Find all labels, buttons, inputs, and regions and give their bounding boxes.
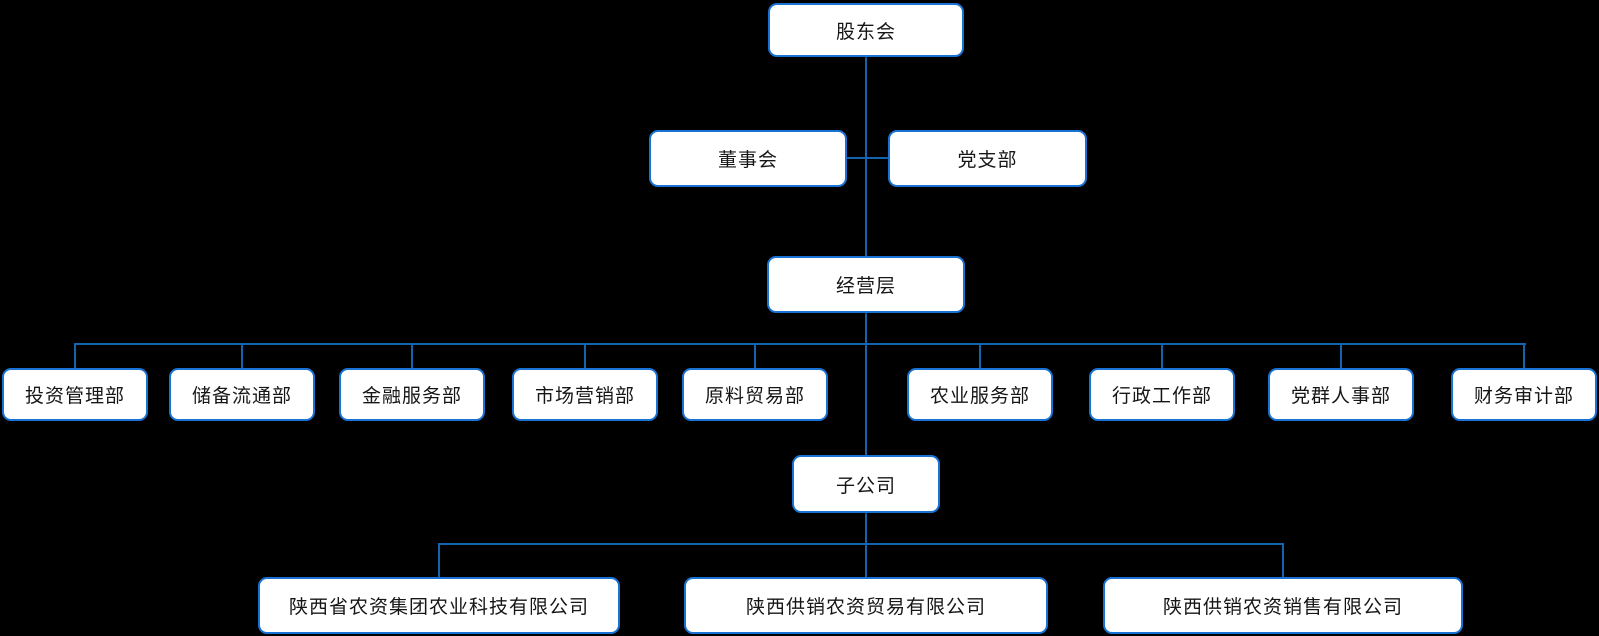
node-label: 原料贸易部 (704, 386, 805, 407)
connector-departments-rail (74, 343, 1526, 345)
node-label: 储备流通部 (191, 386, 292, 407)
node-subsidiary-sales-company[interactable]: 陕西供销农资销售有限公司 (1103, 577, 1463, 634)
connector-subsidiaries-rail (438, 543, 1284, 545)
node-department-agricultural-services[interactable]: 农业服务部 (907, 368, 1053, 421)
node-department-reserve-circulation[interactable]: 储备流通部 (169, 368, 315, 421)
connector-subsidiary-stub (438, 543, 440, 577)
connector-subsidiary-drop (865, 513, 867, 577)
connector-department-stub (1161, 343, 1163, 369)
node-label: 陕西供销农资销售有限公司 (1162, 597, 1403, 618)
node-party-branch[interactable]: 党支部 (888, 130, 1087, 187)
node-label: 股东会 (835, 21, 896, 43)
connector-department-stub (754, 343, 756, 369)
node-department-administrative-work[interactable]: 行政工作部 (1089, 368, 1235, 421)
node-department-investment[interactable]: 投资管理部 (2, 368, 148, 421)
node-label: 董事会 (717, 150, 778, 171)
node-department-financial-services[interactable]: 金融服务部 (339, 368, 485, 421)
node-label: 陕西供销农资贸易有限公司 (745, 597, 986, 618)
node-department-finance-audit[interactable]: 财务审计部 (1451, 368, 1597, 421)
connector-root-to-management (865, 57, 867, 256)
node-label: 行政工作部 (1111, 386, 1212, 407)
node-subsidiary-trade-company[interactable]: 陕西供销农资贸易有限公司 (684, 577, 1048, 634)
node-shareholders-meeting[interactable]: 股东会 (768, 3, 964, 57)
node-label: 经营层 (835, 276, 896, 297)
node-management-level[interactable]: 经营层 (767, 256, 965, 313)
connector-department-stub (1340, 343, 1342, 369)
node-label: 金融服务部 (361, 386, 462, 407)
node-label: 农业服务部 (929, 386, 1030, 407)
node-department-raw-material-trade[interactable]: 原料贸易部 (682, 368, 828, 421)
node-board-of-directors[interactable]: 董事会 (649, 130, 847, 187)
node-label: 党支部 (957, 150, 1018, 171)
connector-department-stub (1523, 343, 1525, 369)
connector-management-to-subsidiary (865, 313, 867, 455)
connector-department-stub (584, 343, 586, 369)
node-label: 财务审计部 (1473, 386, 1574, 407)
connector-board-party-stub (847, 157, 888, 159)
connector-department-stub (241, 343, 243, 369)
node-label: 陕西省农资集团农业科技有限公司 (288, 597, 589, 618)
connector-subsidiary-stub (1282, 543, 1284, 577)
node-department-party-personnel[interactable]: 党群人事部 (1268, 368, 1414, 421)
node-label: 市场营销部 (534, 386, 635, 407)
node-label: 投资管理部 (24, 386, 125, 407)
node-label: 子公司 (835, 475, 896, 497)
node-subsidiary-group[interactable]: 子公司 (792, 455, 940, 513)
node-department-marketing[interactable]: 市场营销部 (512, 368, 658, 421)
connector-department-stub (411, 343, 413, 369)
node-subsidiary-agri-tech-company[interactable]: 陕西省农资集团农业科技有限公司 (258, 577, 620, 634)
node-label: 党群人事部 (1290, 386, 1391, 407)
connector-department-stub (74, 343, 76, 369)
connector-department-stub (979, 343, 981, 369)
